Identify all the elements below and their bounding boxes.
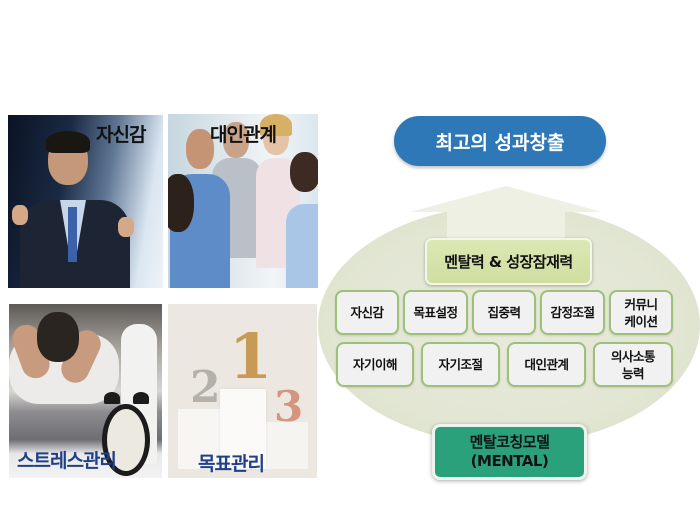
clock-bell [133,392,149,404]
podium-block [178,409,220,469]
podium-number: 3 [274,382,304,431]
skill-label: 감정조절 [550,305,595,320]
skill-box: 대인관계 [507,342,586,387]
podium-block [266,422,308,469]
core-box: 멘탈력 & 성장잠재력 [425,238,592,285]
photo-label-goals: 목표관리 [198,453,265,475]
podium-number: 2 [190,362,221,413]
model-title: 멘탈코칭모델 [469,433,550,451]
skill-box: 감정조절 [540,290,605,335]
alarm-clock-icon [102,404,150,476]
person-hair [260,114,292,136]
clock-bell [104,392,120,404]
model-subtitle: (MENTAL) [470,452,549,470]
skill-label: 의사소통 능력 [610,348,656,381]
person-shape [286,204,318,288]
fist-shape [12,205,28,225]
core-label: 멘탈력 & 성장잠재력 [444,253,573,271]
photo-stress: 스트레스관리 [9,304,162,478]
skill-label: 커뮤니 케이션 [624,296,658,329]
skill-label: 자기이해 [352,357,398,372]
skill-label: 자신감 [350,305,384,320]
skill-label: 집중력 [487,305,521,320]
podium-block [220,389,266,469]
skill-box: 자신감 [335,290,399,335]
skill-box: 의사소통 능력 [593,342,673,387]
fist-shape [118,217,134,237]
hair-shape [46,131,90,153]
skill-box: 자기이해 [336,342,414,387]
photo-label-confidence: 자신감 [96,124,146,146]
skill-label: 목표설정 [413,305,458,320]
photo-label-stress: 스트레스관리 [17,450,117,472]
skill-box: 목표설정 [403,290,468,335]
podium-number: 1 [229,320,273,393]
mental-coaching-model-box: 멘탈코칭모델 (MENTAL) [432,424,587,480]
person-head [186,129,214,169]
photo-label-relations: 대인관계 [210,124,277,146]
tie-shape [68,207,77,262]
skill-box: 집중력 [472,290,536,335]
person-head [290,152,318,192]
skill-box: 커뮤니 케이션 [609,290,673,335]
person-head [168,174,194,232]
photo-confidence: 자신감 [8,115,163,288]
top-goal-pill: 최고의 성과창출 [394,116,606,166]
photo-goals: 2 1 3 목표관리 [168,304,317,478]
up-arrow-icon [410,186,602,246]
skill-label: 대인관계 [524,357,569,372]
skill-label: 자기조절 [438,357,483,372]
person-head [223,122,249,158]
head-shape [37,312,79,362]
skill-box: 자기조절 [421,342,500,387]
photo-relations: 대인관계 [168,114,318,288]
top-goal-label: 최고의 성과창출 [435,131,565,154]
